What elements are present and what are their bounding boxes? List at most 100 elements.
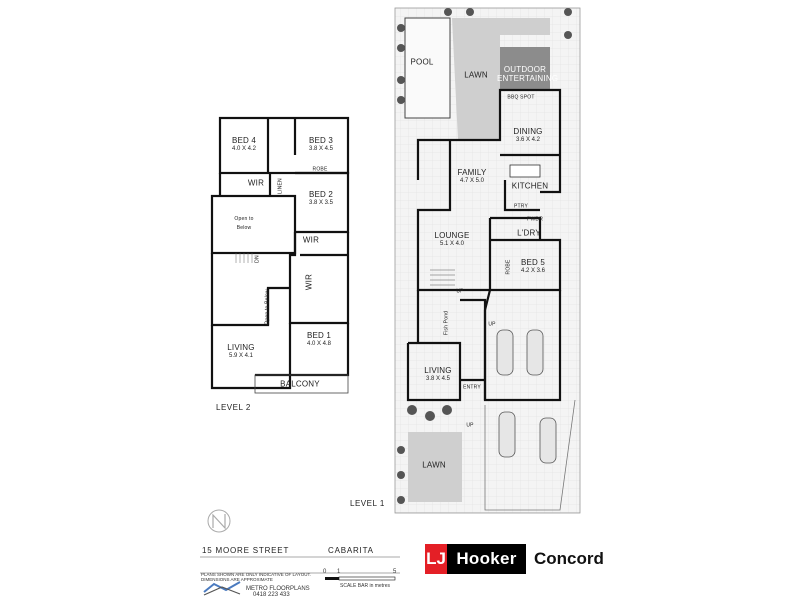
level1-site (394, 7, 581, 514)
room-label: Open to Below (264, 289, 273, 324)
room-name: WIR (247, 178, 265, 188)
room-name: Fish Pond (443, 310, 450, 336)
drafter-name: METRO FLOORPLANS (246, 586, 310, 592)
front-lawn (408, 432, 462, 502)
logo-lj: LJ (425, 544, 447, 574)
scale-tick-1: 1 (337, 569, 341, 575)
room-label: UP (488, 321, 495, 330)
room-name: UP (466, 422, 474, 429)
logo-hooker: Hooker (447, 544, 526, 574)
room-label: KITCHEN (512, 182, 549, 191)
room-name: ENTRY (463, 384, 481, 391)
level1-walls (406, 88, 562, 402)
room-name: BED 4 (231, 136, 257, 145)
room-name: BED 2 (308, 190, 334, 199)
room-name: BED 1 (306, 331, 332, 340)
room-name: Open to Below (234, 216, 254, 231)
room-label: WIR (303, 236, 319, 245)
room-name: ROBE (505, 259, 512, 275)
balcony (254, 374, 349, 394)
room-name: DN (254, 255, 261, 263)
room-name: DINING (513, 127, 543, 136)
room-label: DN (254, 255, 263, 263)
room-label: LAWN (464, 71, 488, 80)
room-label: ROBE (313, 166, 328, 175)
room-label: LINEN (277, 178, 286, 194)
agency-office: Concord (534, 549, 604, 568)
room-label: UP (466, 422, 473, 431)
room-label: WIR (248, 179, 264, 188)
room-name: LAWN (464, 70, 488, 80)
room-label: OUTDOOR ENTERTAINING (497, 65, 559, 83)
room-dimensions: 4.2 X 3.6 (520, 268, 546, 274)
room-name: POOL (410, 57, 434, 67)
drafter-phone: 0418 223 433 (253, 592, 290, 598)
room-name: LOUNGE (434, 231, 470, 240)
room-name: PWDR (526, 216, 544, 223)
scale-tick-5: 5 (393, 569, 397, 575)
property-address: 15 MOORE STREET (202, 546, 290, 555)
room-label: Fish Pond (443, 311, 452, 335)
room-dimensions: 5.1 X 4.0 (439, 241, 465, 247)
stairs-level2 (235, 253, 253, 263)
room-dimensions: 5.9 X 4.1 (228, 353, 254, 359)
level2-title: LEVEL 2 (216, 403, 251, 412)
room-name: LAWN (422, 460, 446, 470)
room-name: LINEN (277, 178, 284, 194)
room-label: L'DRY (517, 229, 541, 238)
room-name: BED 5 (520, 258, 546, 267)
room-name: PTRY (513, 203, 529, 210)
room-dimensions: 4.0 X 4.8 (306, 341, 332, 347)
room-dimensions: 4.0 X 4.2 (231, 146, 257, 152)
room-name: KITCHEN (511, 181, 549, 191)
stairs-level1 (430, 269, 455, 286)
room-label: UP (456, 288, 463, 297)
room-name: UP (456, 288, 464, 295)
scale-caption: SCALE BAR in metres (340, 583, 391, 589)
room-name: OUTDOOR ENTERTAINING (497, 65, 559, 83)
room-name: FAMILY (457, 168, 487, 177)
room-name: BED 3 (308, 136, 334, 145)
room-label: PWDR (527, 216, 543, 225)
room-label: Open to Below (231, 215, 257, 233)
rear-lawn (452, 18, 550, 140)
level1-title: LEVEL 1 (350, 499, 385, 508)
room-label: PTRY (514, 203, 528, 212)
disclaimer-line: PLANS SHOWN ARE ONLY INDICATIVE OF LAYOU… (201, 572, 311, 577)
north-arrow-icon (207, 509, 231, 533)
room-name: LIVING (227, 343, 255, 352)
trees (397, 8, 572, 504)
room-name: ROBE (312, 166, 328, 173)
scale-bar (325, 576, 396, 581)
room-label: LAWN (422, 461, 446, 470)
room-label: ROBE (505, 260, 514, 275)
room-name: BALCONY (280, 379, 320, 389)
driveway (484, 399, 576, 511)
scale-tick-0: 0 (323, 569, 327, 575)
room-dimensions: 3.6 X 4.2 (515, 137, 541, 143)
outdoor-entertaining-area (500, 47, 550, 90)
kitchen-island (509, 164, 541, 178)
room-label: BALCONY (280, 380, 320, 389)
room-name: L'DRY (517, 228, 541, 238)
cars (496, 329, 557, 464)
room-name: Open to Below (264, 289, 271, 325)
room-name: WIR (304, 273, 314, 291)
room-name: LIVING (424, 366, 452, 375)
room-dimensions: 3.8 X 4.5 (308, 146, 334, 152)
pool (404, 17, 451, 119)
room-name: WIR (302, 235, 320, 245)
room-dimensions: 3.8 X 3.5 (308, 200, 334, 206)
level2-walls (210, 116, 350, 390)
